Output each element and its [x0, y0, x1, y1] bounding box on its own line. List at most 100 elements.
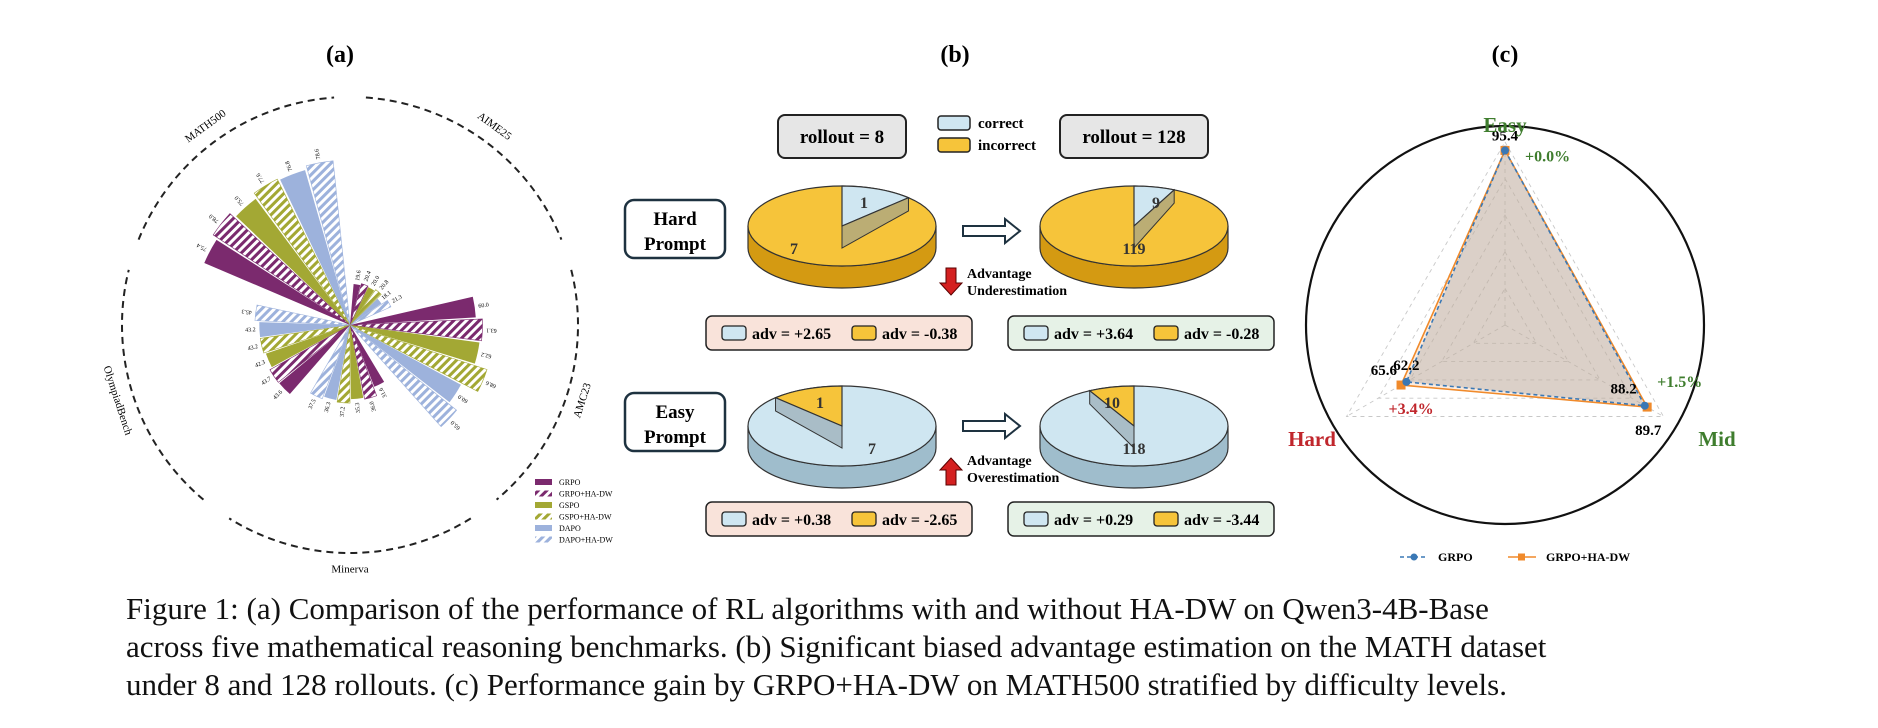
- pie-label-major: 118: [1122, 441, 1145, 458]
- value-label-gspo-ha-dw-olympiadbench: 43.2: [247, 344, 259, 352]
- bar-dapo-amc23: [350, 325, 461, 403]
- value-label-gspo-ha-dw-minerva: 37.2: [340, 406, 347, 417]
- panel-b-label: (b): [940, 42, 969, 68]
- benchmark-label-amc23: AMC23: [571, 381, 594, 419]
- value-label-grpo-ha-dw-math500: 78.0: [208, 212, 220, 223]
- value-label-grpo-minerva: 31.6: [379, 386, 389, 398]
- adv-easy-128-pos: adv = +0.29: [1054, 512, 1133, 529]
- panel-c-label: (c): [1492, 42, 1519, 68]
- radar-gain-mid: +1.5%: [1657, 374, 1702, 391]
- radar-area-grpo: [1405, 148, 1647, 407]
- adv-easy-8-pos: adv = +0.38: [752, 512, 831, 529]
- adv-box-easy-8: adv = +0.38 adv = -2.65: [705, 501, 973, 537]
- value-label-dapo-minerva: 36.3: [324, 402, 333, 414]
- bar-gspo-aime25: [350, 287, 375, 325]
- legend-swatch-incorrect: [937, 137, 971, 153]
- radar-legend-marker-grpo: [1410, 553, 1418, 561]
- radar-gain-easy: +0.0%: [1525, 148, 1570, 165]
- legend-label-gspo-ha-dw: GSPO+HA-DW: [559, 513, 612, 522]
- legend-swatch-grpo-ha-dw: [535, 490, 552, 497]
- bar-dapo-ha-dw-aime25: [349, 299, 392, 326]
- rollout-128-box: rollout = 128: [1059, 114, 1209, 159]
- bar-grpo-ha-dw-amc23: [349, 318, 483, 342]
- radar-point-grpo-hard: [1402, 377, 1411, 386]
- legend-label-incorrect: incorrect: [978, 138, 1036, 154]
- bar-grpo-ha-dw-aime25: [349, 283, 369, 326]
- benchmark-label-olympiadbench: OlympiadBench: [101, 364, 135, 437]
- radar-axis-easy: Easy: [1483, 113, 1527, 137]
- bar-dapo-aime25: [350, 298, 382, 325]
- value-label-grpo-ha-dw-olympiadbench: 43.7: [261, 376, 273, 387]
- caption-line-2: across five mathematical reasoning bench…: [126, 629, 1547, 664]
- bar-dapo-minerva: [324, 325, 350, 400]
- bar-grpo-olympiadbench: [279, 325, 350, 395]
- bar-grpo-amc23: [350, 296, 476, 325]
- radar-legend-label-hadw: GRPO+HA-DW: [1546, 550, 1630, 564]
- pie-label-minor: 1: [816, 395, 824, 412]
- pie-slice-wall: [841, 196, 909, 249]
- value-label-dapo-amc23: 60.0: [457, 393, 469, 404]
- radar-grid-2: [1409, 214, 1601, 381]
- hard-prompt-box: Hard Prompt: [623, 198, 727, 260]
- bar-gspo-ha-dw-amc23: [349, 324, 488, 392]
- pie-legend: correct incorrect: [937, 115, 1036, 154]
- pie-label-major: 7: [790, 241, 798, 258]
- pie-easy-8: 17: [747, 385, 937, 489]
- pie-label-minor: 9: [1152, 195, 1160, 212]
- red-up-arrow-icon: [938, 457, 964, 486]
- radar-chart: 95.488.289.762.265.6+0.0%+1.5%+3.4%EasyM…: [1288, 113, 1736, 564]
- overestimation-annotation: Advantage Overestimation: [938, 454, 1059, 486]
- legend-swatch-correct: [937, 115, 971, 131]
- value-label-grpo-olympiadbench: 43.6: [272, 390, 284, 402]
- benchmark-label-math500: MATH500: [183, 107, 229, 145]
- bar-dapo-math500: [280, 170, 350, 325]
- value-label-grpo-ha-dw-minerva: 36.0: [369, 400, 378, 412]
- pie-hard-128: 9 119: [1039, 185, 1229, 289]
- value-label-dapo-ha-dw-aime25: 21.3: [391, 294, 403, 304]
- hard-prompt-line2: Prompt: [644, 234, 707, 255]
- pie-slice-wall: [775, 396, 843, 449]
- legend-label-grpo: GRPO: [559, 478, 581, 487]
- value-label-gspo-aime25: 20.0: [371, 275, 381, 287]
- over-line1: Advantage: [967, 454, 1032, 469]
- radar-value-hadw-hard: 65.6: [1371, 363, 1398, 379]
- easy-prompt-line1: Easy: [655, 402, 695, 423]
- radar-legend-marker-hadw: [1518, 553, 1525, 561]
- pie-label-major: 7: [868, 441, 876, 458]
- bar-gspo-ha-dw-minerva: [336, 324, 351, 404]
- bar-gspo-math500: [236, 198, 350, 325]
- value-label-dapo-aime25: 18.1: [381, 290, 393, 301]
- pie-label-major: 119: [1122, 241, 1145, 258]
- benchmark-arc-math500: [137, 96, 335, 240]
- radar-legend-label-grpo: GRPO: [1438, 550, 1473, 564]
- value-label-dapo-ha-dw-olympiadbench: 45.3: [241, 308, 252, 315]
- benchmark-arc-minerva: [228, 517, 472, 554]
- radar-outer-ring: [1304, 124, 1706, 526]
- bar-gspo-ha-dw-math500: [253, 178, 351, 326]
- radar-value-hadw-mid: 89.7: [1635, 423, 1662, 439]
- bar-grpo-ha-dw-math500: [212, 213, 351, 326]
- bar-gspo-olympiadbench: [265, 325, 350, 368]
- bar-dapo-ha-dw-math500: [305, 160, 351, 326]
- legend-swatch-gspo: [535, 502, 552, 508]
- bar-dapo-olympiadbench: [259, 322, 350, 338]
- easy-prompt-box: Easy Prompt: [623, 391, 727, 453]
- over-line2: Overestimation: [967, 471, 1059, 486]
- radar-gain-hard: +3.4%: [1388, 401, 1433, 418]
- legend-swatch-dapo: [535, 525, 552, 531]
- value-label-gspo-math500: 75.0: [234, 194, 245, 206]
- bar-dapo-ha-dw-minerva: [310, 324, 351, 400]
- value-label-dapo-ha-dw-amc23: 65.0: [450, 419, 462, 431]
- figure-caption: Figure 1: (a) Comparison of the performa…: [126, 590, 1776, 704]
- adv-box-hard-128: adv = +3.64 adv = -0.28: [1007, 315, 1275, 351]
- legend-swatch-dapo-ha-dw: [535, 536, 552, 543]
- bar-grpo-minerva: [350, 325, 385, 387]
- radar-grid-3: [1377, 177, 1633, 399]
- value-label-grpo-ha-dw-amc23: 63.1: [486, 327, 497, 333]
- value-label-grpo-ha-dw-aime25: 20.4: [364, 270, 373, 282]
- hard-prompt-line1: Hard: [653, 209, 697, 230]
- value-label-gspo-ha-dw-amc23: 68.6: [485, 379, 497, 389]
- legend-label-dapo-ha-dw: DAPO+HA-DW: [559, 536, 613, 545]
- radar-point-grpo-easy: [1501, 146, 1509, 155]
